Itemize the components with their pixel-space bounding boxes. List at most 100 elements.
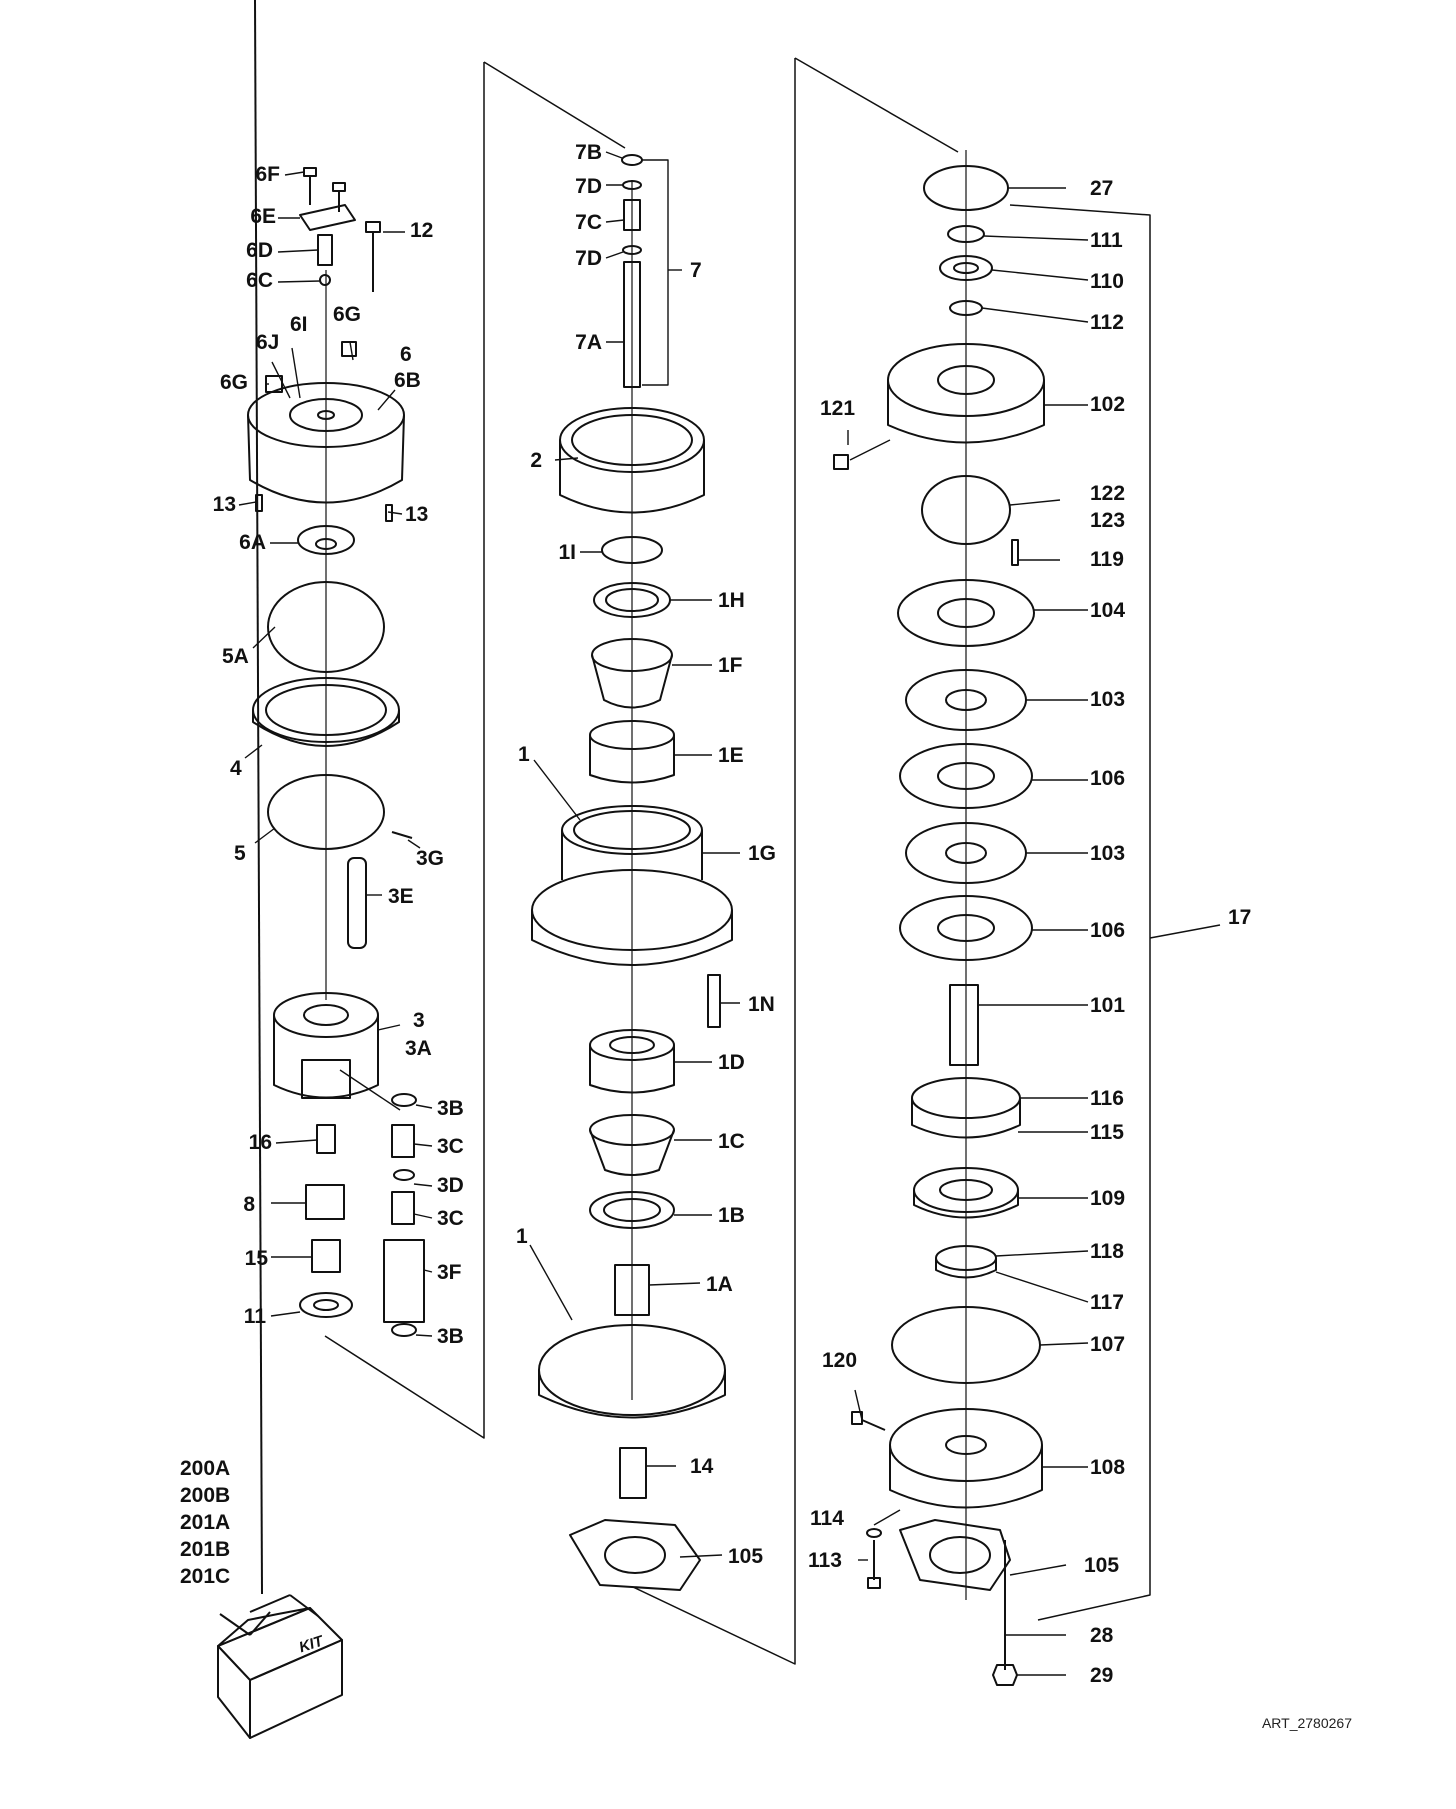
part-label: 15: [244, 1247, 268, 1270]
axis-lines: [325, 150, 967, 1600]
part-label: 107: [1090, 1333, 1126, 1356]
part-label: 14: [690, 1455, 714, 1478]
pin-119-part: [1011, 539, 1019, 566]
kit-item: 201C: [180, 1565, 231, 1588]
gear-3F-part: [383, 1239, 425, 1323]
part-label: 8: [243, 1193, 255, 1216]
part-label: 4: [230, 757, 242, 780]
part-label: 114: [810, 1507, 844, 1530]
part-label: 3B: [437, 1097, 464, 1120]
part-label: 13: [212, 493, 236, 516]
part-label: 7: [690, 259, 702, 282]
bearing-3C-upper-part: [391, 1124, 415, 1158]
part-label: 3C: [437, 1135, 464, 1158]
washer-3B-upper-part: [391, 1093, 417, 1107]
washer-11-part: [299, 1292, 353, 1318]
bolt-12-part: [365, 221, 381, 292]
bolt-6F-part: [303, 167, 346, 212]
bearing-1C-part: [589, 1114, 675, 1176]
kit-item: 201B: [180, 1538, 231, 1561]
part-label: 120: [822, 1349, 858, 1372]
ring-gear-2-part: [559, 407, 705, 514]
group-outline-left: [324, 61, 626, 1439]
cover-108-part: [889, 1408, 1043, 1509]
part-label: 3B: [437, 1325, 464, 1348]
part-label: 1B: [718, 1204, 745, 1227]
bushing-16-part: [316, 1124, 336, 1154]
bracket-6E-part: [299, 204, 356, 231]
plate-104-part: [897, 579, 1035, 647]
part-label: 6I: [290, 313, 308, 336]
part-label: 123: [1090, 509, 1126, 532]
part-label: 1E: [718, 744, 744, 767]
part-label: 3E: [388, 885, 414, 908]
seal-109-part: [913, 1167, 1019, 1219]
washer-6A-part: [297, 525, 355, 555]
plate-105-right-part: [899, 1519, 1011, 1591]
kit-item: 200A: [180, 1457, 231, 1480]
ring-7B-part: [621, 154, 643, 166]
snap-ring-111-part: [947, 225, 985, 243]
o-ring-5A-part: [267, 581, 385, 673]
part-label: 1G: [748, 842, 777, 865]
snap-ring-1I-part: [601, 536, 663, 564]
part-label: 105: [728, 1545, 764, 1568]
part-label: 104: [1090, 599, 1126, 622]
part-label: 1: [518, 743, 530, 766]
pin-6D-part: [317, 234, 333, 266]
part-label: 118: [1090, 1240, 1124, 1263]
part-label: 7D: [575, 175, 602, 198]
part-label: 1D: [718, 1051, 745, 1074]
part-label: 12: [410, 219, 434, 242]
cup-1E-part: [589, 720, 675, 784]
part-label: 7B: [575, 141, 602, 164]
o-ring-5-part: [267, 774, 385, 850]
bearing-110-part: [939, 255, 993, 281]
part-label: 6C: [246, 269, 273, 292]
part-label: 1H: [718, 589, 745, 612]
part-label: 7C: [575, 211, 602, 234]
part-label: 29: [1090, 1664, 1114, 1687]
springs-122-part: [921, 475, 1011, 545]
part-label: 6B: [394, 369, 421, 392]
part-label: 1I: [558, 541, 576, 564]
part-label: 117: [1090, 1291, 1124, 1314]
washer-114-part: [866, 1528, 882, 1538]
bushing-15-part: [311, 1239, 341, 1273]
part-label: 1: [516, 1225, 528, 1248]
part-label: 6E: [250, 205, 276, 228]
part-label: 3A: [405, 1037, 432, 1060]
part-label: 111: [1090, 229, 1123, 252]
bushing-14-part: [619, 1447, 647, 1499]
pin-3G-part: [391, 831, 413, 839]
part-label: 3G: [416, 847, 445, 870]
part-label: 1C: [718, 1130, 745, 1153]
part-label: 113: [808, 1549, 842, 1572]
ring-gear-4-part: [252, 677, 400, 747]
part-label: 7A: [575, 331, 602, 354]
bearing-1F-part: [591, 638, 673, 709]
seal-118-part: [935, 1245, 997, 1279]
part-label: 16: [248, 1131, 272, 1154]
kit-item: 200B: [180, 1484, 231, 1507]
part-label: 5A: [222, 645, 249, 668]
part-label: 119: [1090, 548, 1124, 571]
kit-part-list: 200A 200B 201A 201B 201C: [180, 1455, 230, 1590]
pin-13-part: [255, 494, 393, 522]
kit-box-icon: [217, 0, 343, 1739]
part-label: 6J: [256, 331, 280, 354]
part-label: 11: [243, 1305, 266, 1328]
art-number: ART_2780267: [1261, 1715, 1352, 1731]
part-label: 3D: [437, 1174, 464, 1197]
part-label: 112: [1090, 311, 1124, 334]
washer-3D-part: [393, 1169, 415, 1181]
part-label: 1F: [718, 654, 743, 677]
part-label: 6: [400, 343, 412, 366]
part-label: 3C: [437, 1207, 464, 1230]
washer-7D-lower-part: [622, 245, 642, 255]
shaft-7A-part: [623, 261, 641, 388]
cup-1D-part: [589, 1029, 675, 1094]
part-label: 110: [1090, 270, 1124, 293]
spring-7C-part: [623, 199, 641, 231]
